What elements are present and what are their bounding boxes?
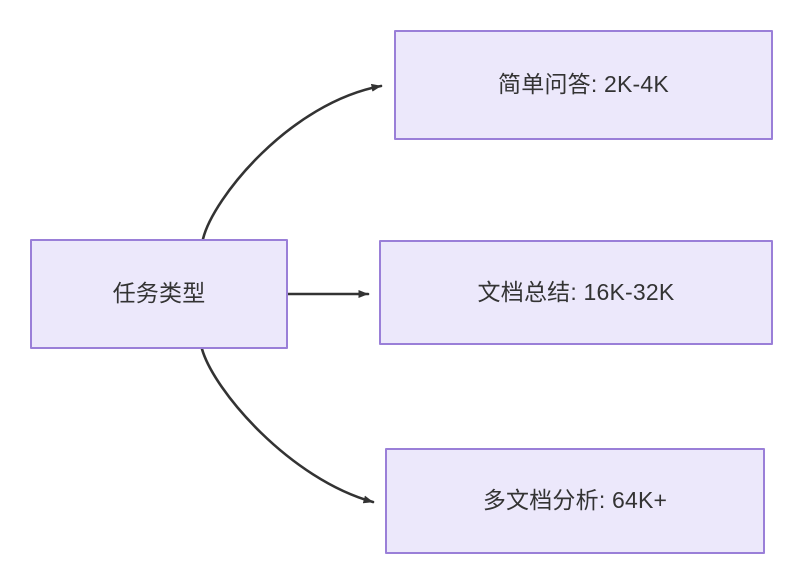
edge-root-to-multi-doc [200,347,375,504]
node-simple-qa[interactable]: 简单问答: 2K-4K [394,30,773,140]
node-task-type[interactable]: 任务类型 [30,239,288,349]
node-multi-doc-analysis[interactable]: 多文档分析: 64K+ [385,448,765,554]
node-simple-qa-label: 简单问答: 2K-4K [498,71,669,98]
node-doc-summary-label: 文档总结: 16K-32K [477,278,675,305]
node-doc-summary[interactable]: 文档总结: 16K-32K [379,240,773,345]
node-multi-doc-analysis-label: 多文档分析: 64K+ [482,487,668,514]
node-task-type-label: 任务类型 [112,280,206,307]
edge-root-to-simple-qa [201,83,383,241]
